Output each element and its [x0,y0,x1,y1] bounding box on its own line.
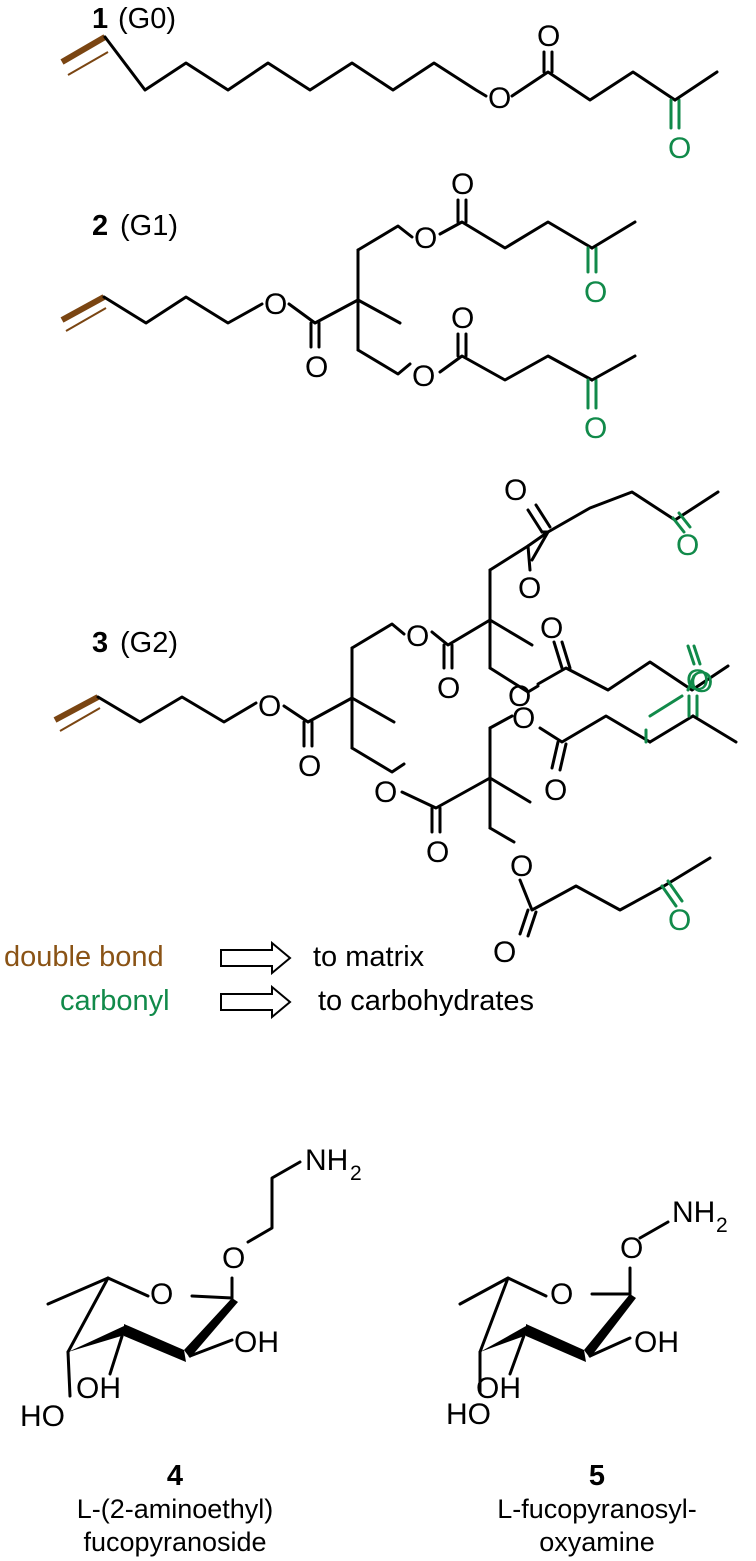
ester-carbonyl-oxygen-3u: O [437,672,460,705]
compound-4-caption-line1: L-(2-aminoethyl) [77,1494,274,1524]
ketone-oxygen-3uu: O [676,529,699,562]
ester-oxygen-3ul: O [508,680,531,713]
ester-chain-1 [510,70,677,102]
ester-oxygen-3: O [258,690,281,723]
ester-carbonyl-oxygen-2a: O [451,168,474,201]
alkene-bond-1-inner [67,51,109,76]
ester-oxygen-3uu: O [518,572,541,605]
hydroxyl-4c: OH [234,1326,279,1359]
hydroxyl-5c: OH [634,1326,679,1359]
ester-oxygen-2b: O [412,360,435,393]
ester-oxygen-3u: O [406,620,429,653]
ketone-oxygen-3ul: O [690,666,713,699]
compound-1-number: 1 [92,3,108,35]
compound-4: NH 2 O O OH HO OH 4 L-(2-aminoethyl) fuc… [20,1144,362,1557]
glycosidic-oxygen-4: O [222,1242,245,1275]
compound-3-generation: (G2) [120,627,178,659]
ester-carbonyl-oxygen-3l: O [426,836,449,869]
ester-carbonyl-oxygen-3ll: O [493,936,516,969]
ketone-oxygen-2a: O [584,276,607,309]
legend-arrow-2 [220,984,292,1020]
compound-3: 3 (G2) O O O O O O O [53,474,738,969]
ester-oxygen-3ll: O [510,850,533,883]
alkene-bond-1 [60,34,107,65]
alkyl-chain-1 [103,35,488,98]
ring-oxygen-4: O [150,1278,173,1311]
amine-4: NH [305,1144,348,1177]
amine-5: NH [672,1196,715,1229]
legend-label-double-bond: double bond [4,941,164,973]
ketone-oxygen-1: O [668,132,691,165]
ester-carbonyl-oxygen-3ul: O [540,612,563,645]
legend-label-carbonyl: carbonyl [60,985,170,1017]
hydroxyl-5b: HO [446,1398,491,1431]
compound-5-caption-line2: oxyamine [539,1527,655,1557]
alkene-bond-3 [53,694,100,723]
ester-carbonyl-oxygen-3: O [298,750,321,783]
alkyl-chain-2 [102,295,264,325]
ester-carbonyl-oxygen-2b: O [451,302,474,335]
alkene-bond-2 [60,294,106,323]
hydroxyl-4b: HO [20,1400,65,1433]
legend-arrow-1 [220,940,292,976]
oxyamine-oxygen-5: O [620,1232,643,1265]
ester-carbonyl-oxygen-1: O [537,20,560,53]
hydroxyl-4a: OH [76,1372,121,1405]
legend-target-carbohydrates: to carbohydrates [318,985,534,1017]
compound-2-generation: (G1) [120,210,178,242]
compound-1: 1 (G0) O O O [60,3,719,165]
ester-oxygen-1: O [488,82,511,115]
compound-5-number: 5 [589,1460,605,1492]
legend-target-matrix: to matrix [313,941,425,973]
compound-2-number: 2 [92,210,108,242]
ester-carbonyl-oxygen-3uu: O [504,474,527,507]
compound-2: 2 (G1) O O O O O O O O [60,168,637,445]
compound-5: NH 2 O O OH HO OH 5 L-fucopyranosyl- oxy… [446,1196,728,1557]
ester-carbonyl-oxygen-3lu: O [544,774,567,807]
hydroxyl-5a: OH [476,1372,521,1405]
ester-oxygen-2a: O [414,222,437,255]
compound-5-caption-line1: L-fucopyranosyl- [497,1494,697,1524]
compound-3-number: 3 [92,627,108,659]
ester-oxygen-2: O [264,288,287,321]
ketone-oxygen-3ll: O [668,904,691,937]
methyl-1 [673,70,719,102]
ketone-oxygen-2b: O [584,412,607,445]
compound-4-number: 4 [167,1460,183,1492]
ring-oxygen-5: O [550,1278,573,1311]
compound-1-generation: (G0) [118,3,176,35]
alkyl-chain-3 [96,695,258,724]
ester-oxygen-3lu: O [512,702,535,735]
ketone-oxygen-3lu: O [686,664,709,697]
amine-4-subscript: 2 [350,1162,362,1185]
compound-4-caption-line2: fucopyranoside [83,1527,266,1557]
ester-oxygen-3l: O [374,776,397,809]
amine-5-subscript: 2 [716,1214,728,1237]
legend: double bond to matrix carbonyl to carboh… [4,940,534,1020]
ester-carbonyl-oxygen-2: O [305,351,328,384]
